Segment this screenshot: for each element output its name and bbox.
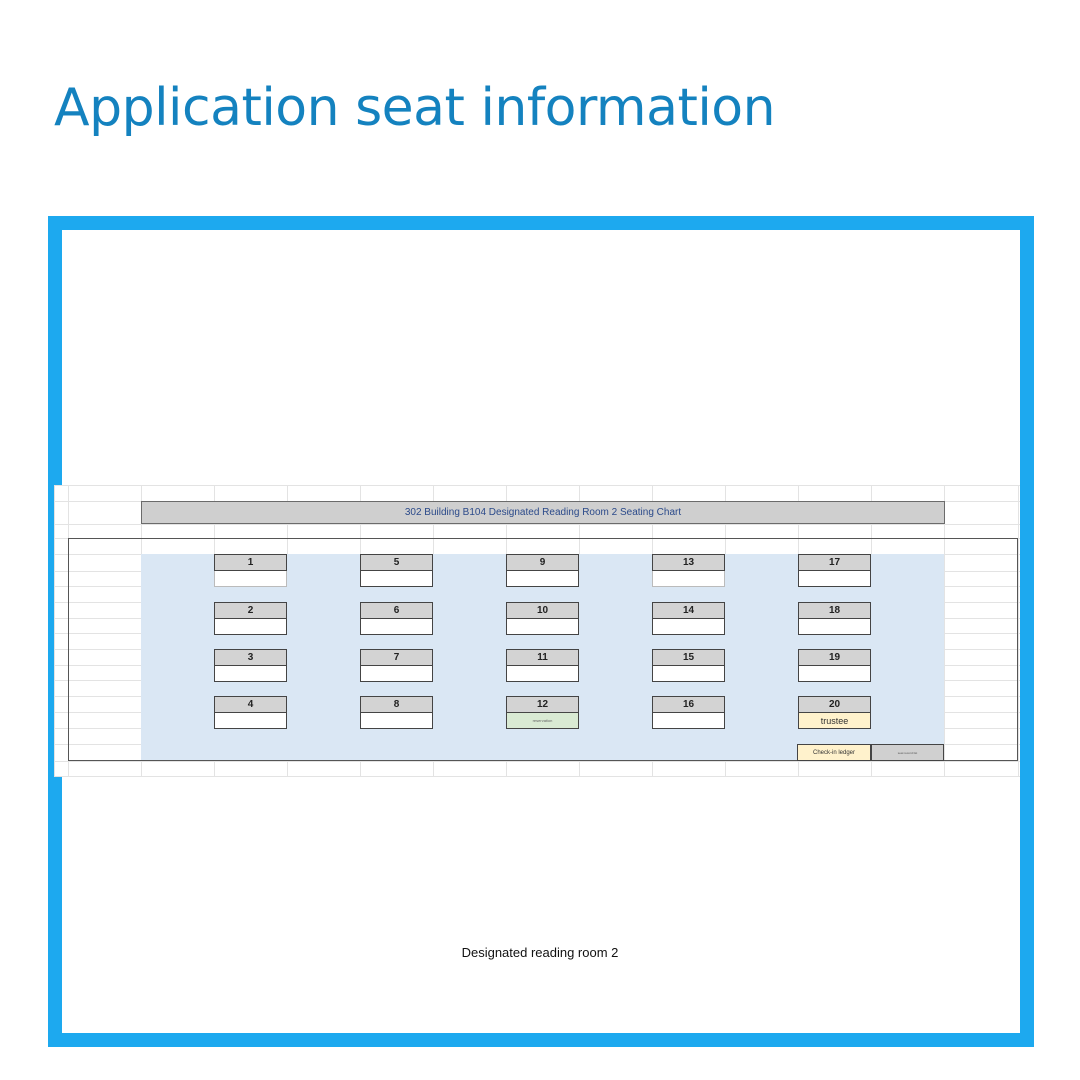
- seat-15-occupant[interactable]: [652, 666, 725, 682]
- seat-16-occupant[interactable]: [652, 713, 725, 729]
- seat-13-occupant[interactable]: [652, 571, 725, 587]
- seat-7-number[interactable]: 7: [360, 649, 433, 666]
- seat-6-occupant[interactable]: [360, 619, 433, 635]
- seat-9-occupant[interactable]: [506, 571, 579, 587]
- sheet-gridline-col: [54, 485, 55, 777]
- seating-chart-title: 302 Building B104 Designated Reading Roo…: [141, 501, 945, 524]
- sheet-gridline-col: [1018, 485, 1019, 777]
- seat-3-number[interactable]: 3: [214, 649, 287, 666]
- sheet-gridline-row: [54, 485, 1020, 486]
- page-title: Application seat information: [54, 78, 776, 138]
- seat-11-number[interactable]: 11: [506, 649, 579, 666]
- seat-19-number[interactable]: 19: [798, 649, 871, 666]
- seat-18-occupant[interactable]: [798, 619, 871, 635]
- seat-13-number[interactable]: 13: [652, 554, 725, 571]
- seat-12-occupant[interactable]: reservation: [506, 713, 579, 729]
- sheet-gridline-row: [54, 761, 1020, 762]
- seat-10-number[interactable]: 10: [506, 602, 579, 619]
- seat-5-number[interactable]: 5: [360, 554, 433, 571]
- sheet-gridline-col: [944, 485, 945, 777]
- seat-17-number[interactable]: 17: [798, 554, 871, 571]
- seat-19-occupant[interactable]: [798, 666, 871, 682]
- sheet-gridline-row: [54, 524, 1020, 525]
- checkin-note-cell: seat record list: [871, 744, 944, 761]
- seat-2-number[interactable]: 2: [214, 602, 287, 619]
- seat-20-occupant[interactable]: trustee: [798, 713, 871, 729]
- seat-5-occupant[interactable]: [360, 571, 433, 587]
- seat-11-occupant[interactable]: [506, 666, 579, 682]
- seating-chart-sheet: 302 Building B104 Designated Reading Roo…: [54, 485, 1020, 777]
- seat-3-occupant[interactable]: [214, 666, 287, 682]
- seat-15-number[interactable]: 15: [652, 649, 725, 666]
- seat-20-number[interactable]: 20: [798, 696, 871, 713]
- seat-7-occupant[interactable]: [360, 666, 433, 682]
- seat-1-number[interactable]: 1: [214, 554, 287, 571]
- reading-room-outline: [68, 538, 1018, 761]
- seat-18-number[interactable]: 18: [798, 602, 871, 619]
- seat-9-number[interactable]: 9: [506, 554, 579, 571]
- seat-8-number[interactable]: 8: [360, 696, 433, 713]
- seat-10-occupant[interactable]: [506, 619, 579, 635]
- seat-14-occupant[interactable]: [652, 619, 725, 635]
- checkin-ledger-cell[interactable]: Check-in ledger: [797, 744, 871, 761]
- seat-17-occupant[interactable]: [798, 571, 871, 587]
- seat-4-occupant[interactable]: [214, 713, 287, 729]
- seat-1-occupant[interactable]: [214, 571, 287, 587]
- image-caption: Designated reading room 2: [461, 945, 619, 960]
- seat-6-number[interactable]: 6: [360, 602, 433, 619]
- seat-4-number[interactable]: 4: [214, 696, 287, 713]
- seat-8-occupant[interactable]: [360, 713, 433, 729]
- seat-2-occupant[interactable]: [214, 619, 287, 635]
- sheet-gridline-row: [54, 776, 1020, 777]
- seat-14-number[interactable]: 14: [652, 602, 725, 619]
- seat-16-number[interactable]: 16: [652, 696, 725, 713]
- seat-12-number[interactable]: 12: [506, 696, 579, 713]
